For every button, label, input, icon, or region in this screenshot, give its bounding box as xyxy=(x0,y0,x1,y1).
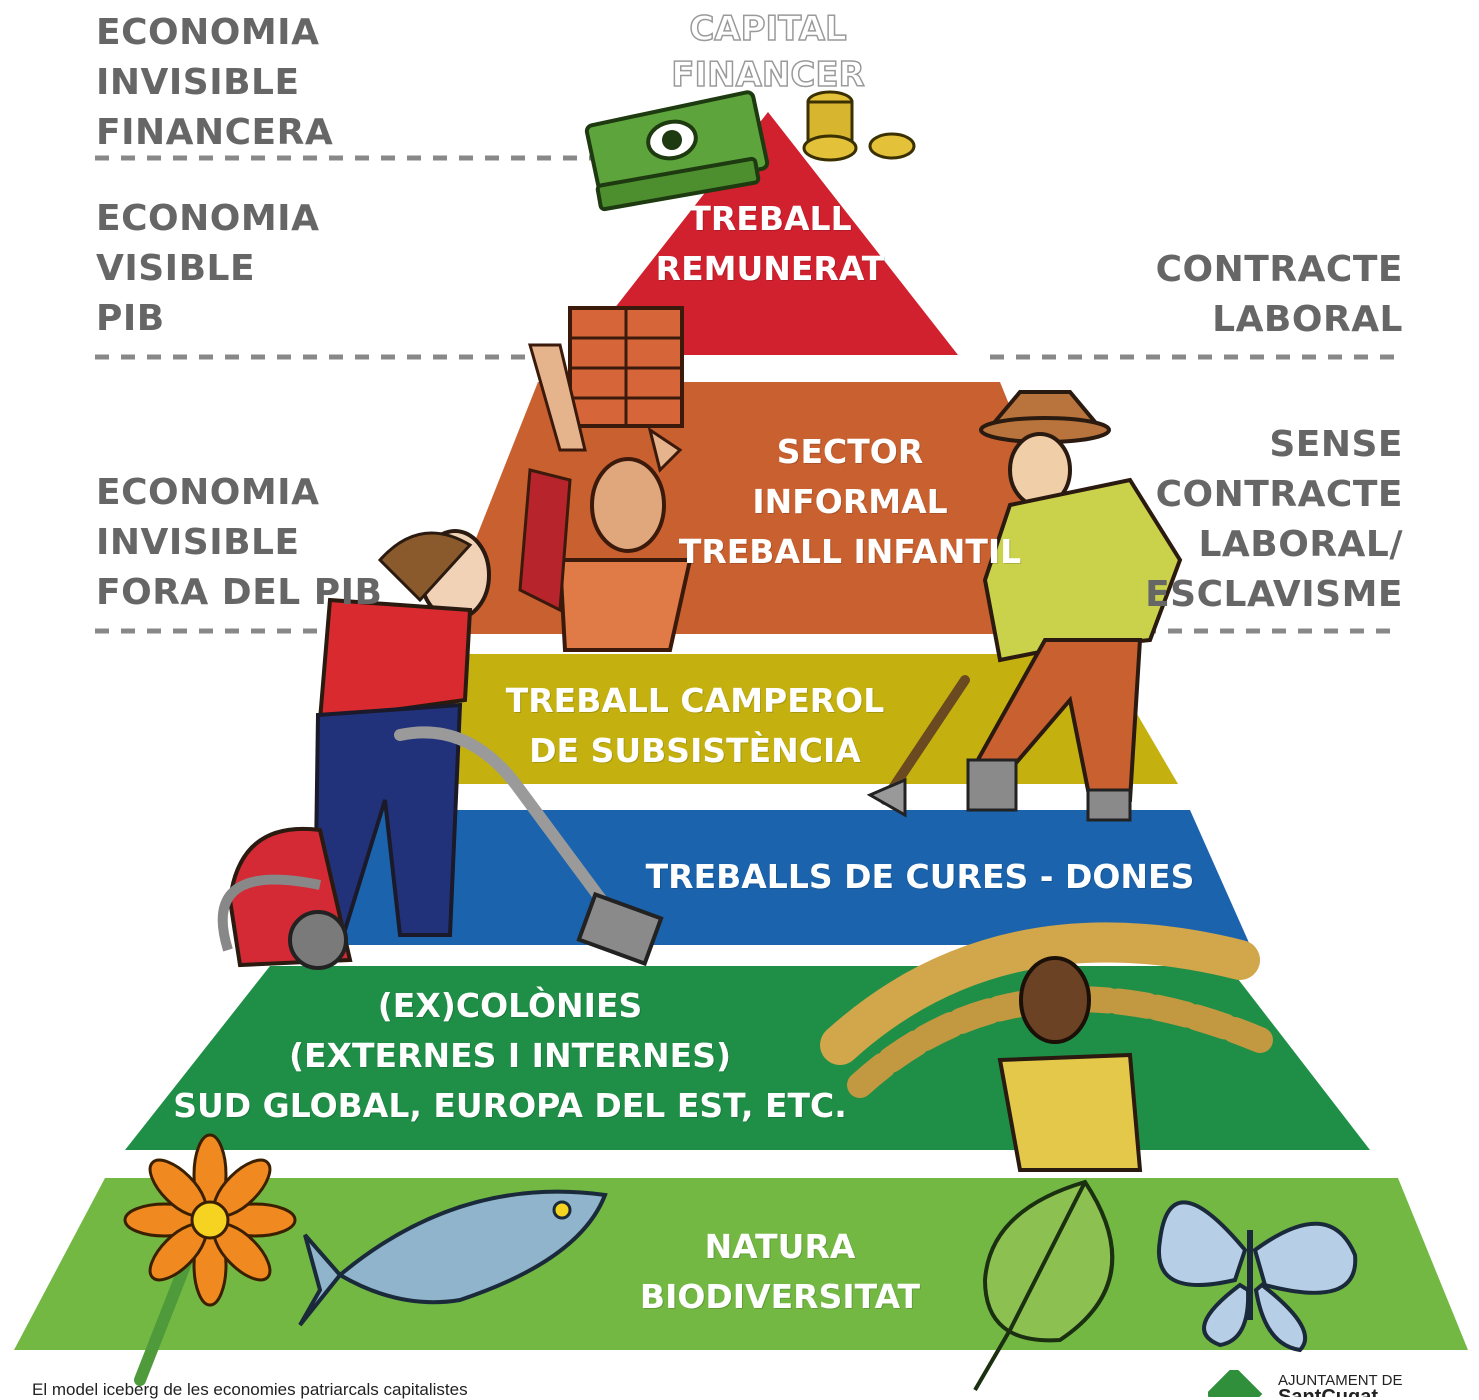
left-label-invisible-line: ECONOMIA xyxy=(96,472,320,513)
left-label-visible-line: PIB xyxy=(96,298,165,339)
right-label-contract: CONTRACTE LABORAL xyxy=(1156,245,1403,345)
tier-label-colonies: (EX)COLÒNIES (EXTERNES I INTERNES) SUD GLO… xyxy=(160,981,860,1131)
left-label-invisible-line: INVISIBLE xyxy=(96,522,300,563)
tier-label-nature-line: NATURA xyxy=(704,1227,856,1266)
caption: El model iceberg de les economies patria… xyxy=(32,1380,468,1399)
tier-label-care: TREBALLS DE CURES - DONES xyxy=(620,852,1220,902)
left-label-financial-line: ECONOMIA xyxy=(96,12,320,53)
left-label-financial-line: INVISIBLE xyxy=(96,62,300,103)
bricks-icon xyxy=(568,306,684,428)
tier-paid-band xyxy=(578,112,958,355)
left-label-invisible: ECONOMIA INVISIBLE FORA DEL PIB xyxy=(96,468,382,618)
tier-label-nature: NATURA BIODIVERSITAT xyxy=(620,1222,940,1322)
left-label-visible-line: VISIBLE xyxy=(96,248,256,289)
tier-label-informal: SECTOR INFORMAL TREBALL INFANTIL xyxy=(670,427,1030,577)
tier-label-subsistence: TREBALL CAMPEROL DE SUBSISTÈNCIA xyxy=(480,676,910,776)
logo-line2: SantCugat xyxy=(1278,1386,1378,1397)
right-label-no-contract: SENSE CONTRACTE LABORAL/ESCLAVISME xyxy=(1145,420,1403,620)
tier-label-paid-line: TREBALL xyxy=(688,199,852,238)
woman-vacuum-icon xyxy=(217,529,664,970)
right-label-no-contract-line: ESCLAVISME xyxy=(1145,574,1403,615)
butterfly-icon xyxy=(1156,1200,1358,1353)
city-logo: AJUNTAMENT DE SantCugat xyxy=(1208,1370,1428,1397)
money-icon xyxy=(584,90,770,212)
left-label-visible: ECONOMIA VISIBLE PIB xyxy=(96,194,319,344)
tier-label-paid: TREBALL REMUNERAT xyxy=(600,194,940,294)
logo-mark-icon xyxy=(1208,1370,1263,1397)
tier-label-informal-line: INFORMAL xyxy=(752,482,948,521)
man-firewood-icon xyxy=(820,922,1273,1172)
tier-label-colonies-line: SUD GLOBAL, EUROPA DEL EST, ETC. xyxy=(173,1086,847,1125)
tier-label-nature-line: BIODIVERSITAT xyxy=(639,1277,921,1316)
tier-label-care-line: TREBALLS DE CURES - DONES xyxy=(645,857,1195,896)
farmer-hoe-icon xyxy=(866,390,1183,822)
right-label-contract-line: LABORAL xyxy=(1212,299,1403,340)
tier-label-informal-line: SECTOR xyxy=(776,432,924,471)
flower-icon xyxy=(123,1133,297,1386)
right-label-no-contract-line: CONTRACTE xyxy=(1155,474,1403,515)
left-label-financial-line: FINANCERA xyxy=(96,112,334,153)
coins-icon xyxy=(802,90,916,162)
peak-label-line: CAPITAL xyxy=(689,8,848,50)
fish-icon xyxy=(298,1189,608,1327)
tier-label-colonies-line: (EX)COLÒNIES xyxy=(377,986,643,1025)
left-label-visible-line: ECONOMIA xyxy=(96,198,320,239)
leaf-icon xyxy=(973,1179,1115,1392)
tier-label-informal-line: TREBALL INFANTIL xyxy=(678,532,1022,571)
tier-subsistence-band xyxy=(360,654,1178,784)
logo-line1: AJUNTAMENT DE xyxy=(1278,1372,1403,1389)
child-worker-icon xyxy=(518,343,693,652)
tier-label-subsistence-line: DE SUBSISTÈNCIA xyxy=(529,731,861,770)
left-label-financial: ECONOMIA INVISIBLE FINANCERA xyxy=(96,8,333,158)
peak-label-line: FINANCER xyxy=(671,54,866,96)
right-label-no-contract-line: LABORAL/ xyxy=(1198,524,1403,565)
tier-label-paid-line: REMUNERAT xyxy=(655,249,885,288)
left-label-invisible-line: FORA DEL PIB xyxy=(96,572,383,613)
tier-label-subsistence-line: TREBALL CAMPEROL xyxy=(505,681,885,720)
right-label-no-contract-line: SENSE xyxy=(1269,424,1403,465)
right-label-contract-line: CONTRACTE xyxy=(1155,249,1403,290)
tier-care-band xyxy=(270,810,1250,945)
tier-label-colonies-line: (EXTERNES I INTERNES) xyxy=(288,1036,732,1075)
